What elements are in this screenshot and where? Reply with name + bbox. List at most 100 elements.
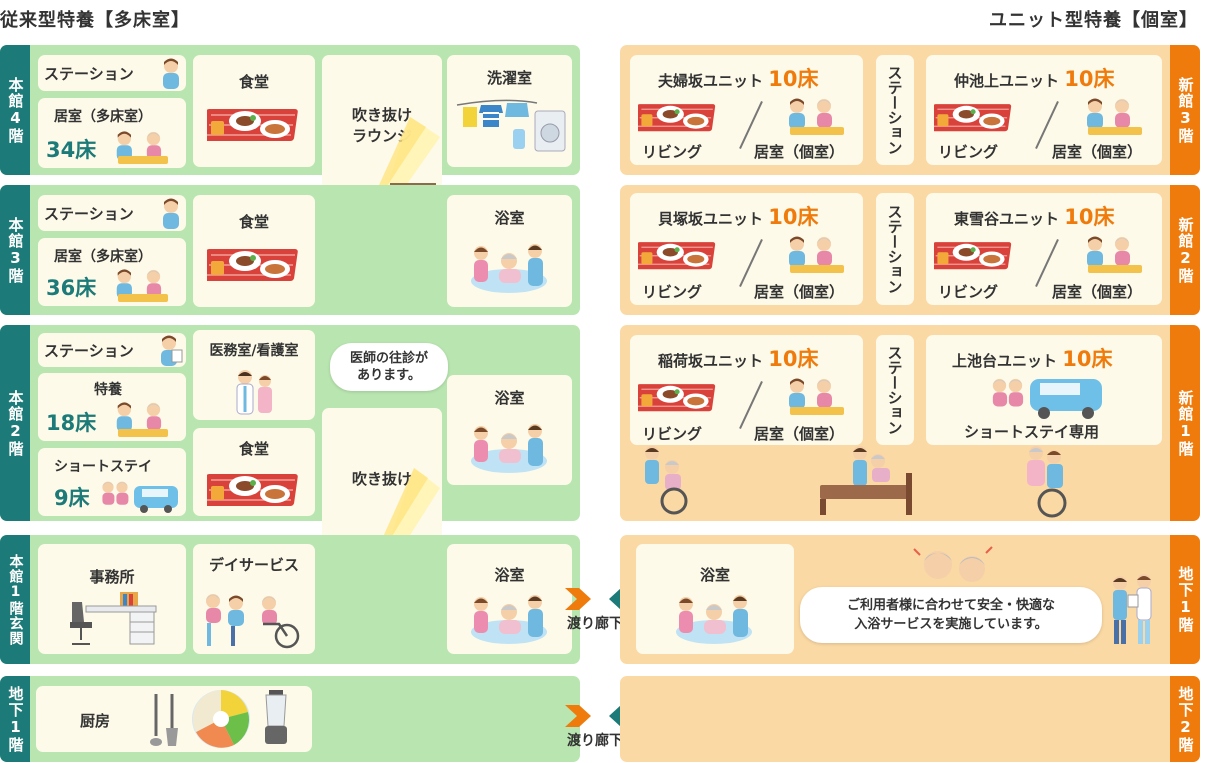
atrium-overlay [322, 55, 442, 300]
floor-label-honkan-4: 本館4階 [0, 45, 30, 175]
floor-label-shinkan-1: 新館1階 [1170, 325, 1200, 521]
station-label: ステーション [44, 65, 134, 83]
elderly-meal-icon [1087, 236, 1142, 273]
floor-label-shinkan-3: 新館3階 [1170, 45, 1200, 175]
chevron-arrow-icon [565, 588, 591, 610]
living-label: リビング [642, 143, 703, 161]
dining-tray-icon [934, 103, 1013, 132]
elderly-couple-car-icon [992, 378, 1102, 419]
floor-label-honkan-3: 本館3階 [0, 185, 30, 315]
living-label: リビング [642, 283, 703, 301]
unit-box: 夫婦坂ユニット 10床 リビング 居室（個室） [630, 55, 863, 165]
unit-name: 稲荷坂ユニット 10床 [658, 343, 818, 373]
doctor-nurse-icon [236, 370, 272, 415]
divider-slash [739, 381, 763, 429]
tokuyo-label: 特養 [94, 382, 122, 398]
dining-box: 食堂 [193, 195, 315, 307]
bath-care-icon [471, 424, 547, 473]
station-box: ステーション [38, 333, 186, 367]
doctor-visit-bubble: 医師の往診が あります。 [330, 343, 448, 391]
room-label: 居室（個室） [754, 143, 845, 161]
day-service-people-icon [206, 594, 300, 649]
station-box: ステーション [38, 195, 186, 231]
station-box: ステーション [38, 55, 186, 91]
short-stay-box: ショートステイ 9床 [38, 448, 186, 516]
dining-label: 食堂 [238, 440, 269, 458]
unit-name: 東雪谷ユニット 10床 [954, 201, 1114, 231]
living-label: リビング [938, 143, 999, 161]
right-floor-1: 新館1階 稲荷坂ユニット 10床 リビング 居室（個室） ステーション 上池台ユ… [620, 325, 1200, 521]
floor-label-shinkan-2: 新館2階 [1170, 185, 1200, 315]
room-beds: 36床 [46, 276, 97, 300]
unit-name-text: 仲池上ユニット [954, 72, 1060, 90]
blender-icon [265, 690, 287, 744]
medical-box: 医務室/看護室 [193, 330, 315, 420]
dining-box: 食堂 [193, 55, 315, 167]
station-label: ステーション [44, 205, 134, 223]
unit-name: 貝塚坂ユニット 10床 [658, 201, 818, 231]
unit-name-text: 夫婦坂ユニット [658, 72, 764, 90]
room-label: 居室（個室） [1052, 143, 1143, 161]
floor-label-honkan-1: 本館1階玄関 [0, 535, 30, 664]
elderly-meal-icon [116, 269, 168, 302]
unit-box: 稲荷坂ユニット 10床 リビング 居室（個室） [630, 335, 863, 445]
laundry-box: 洗濯室 [447, 55, 572, 167]
unit-name-text: 貝塚坂ユニット [658, 210, 764, 228]
elderly-meal-icon [116, 402, 168, 437]
bath-box: 浴室 [447, 375, 572, 485]
staff-pair-icon [1113, 574, 1152, 644]
floor-label-b2: 地下2階 [1170, 676, 1200, 762]
atrium-overlay [322, 535, 442, 652]
left-floor-2: 本館2階 ステーション 特養 18床 ショートステイ 9床 医務室/看護室 食堂 [0, 325, 580, 521]
unit-beds: 10床 [768, 67, 819, 91]
unit-beds: 10床 [768, 347, 819, 371]
unit-beds: 10床 [1064, 205, 1115, 229]
bath-label: 浴室 [494, 209, 525, 227]
elderly-meal-icon [789, 236, 844, 273]
dining-label: 食堂 [238, 213, 269, 231]
dining-tray-icon [638, 103, 717, 132]
atrium-label: 吹き抜け [351, 470, 412, 488]
bath-label: 浴室 [699, 566, 730, 584]
nurse-icon [163, 198, 179, 229]
bed-icon [820, 446, 912, 515]
unit-box: 上池台ユニット 10床 ショートステイ専用 [926, 335, 1162, 445]
bath-box: 浴室 [447, 544, 572, 654]
left-floor-b1: 地下1階 厨房 [0, 676, 580, 762]
unit-name: 仲池上ユニット 10床 [954, 63, 1114, 93]
unit-beds: 10床 [1064, 67, 1115, 91]
day-service-label: デイサービス [208, 556, 299, 574]
living-label: リビング [938, 283, 999, 301]
tokuyo-box: 特養 18床 [38, 373, 186, 441]
unit-name: 夫婦坂ユニット 10床 [658, 63, 818, 93]
day-service-box: デイサービス [193, 544, 315, 654]
room-label: 居室（個室） [1052, 283, 1143, 301]
elderly-meal-icon [116, 131, 168, 164]
bath-label: 浴室 [494, 389, 525, 407]
divider-slash [1035, 239, 1059, 287]
station-label: ステーション [44, 342, 134, 360]
kitchen-tools-icon [150, 694, 178, 746]
bath-care-icon [676, 595, 752, 644]
room-label: 居室（多床室） [54, 109, 152, 125]
room-beds: 34床 [46, 138, 97, 162]
station-box: ステーション [876, 55, 914, 165]
right-floor-b1: 地下1階 浴室 ご利用者様に合わせて安全・快適な 入浴サービスを実施しています。 [620, 535, 1200, 664]
room-label: 居室（個室） [754, 283, 845, 301]
dining-label: 食堂 [238, 73, 269, 91]
right-floor-b2: 地下2階 [620, 676, 1200, 762]
divider-slash [739, 239, 763, 287]
left-floor-4: 本館4階 ステーション 居室（多床室） 34床 食堂 洗濯室 [0, 45, 580, 175]
unit-name-text: 稲荷坂ユニット [658, 352, 764, 370]
right-section-title: ユニット型特養【個室】 [989, 10, 1198, 31]
elderly-faces-icon [913, 546, 993, 582]
left-floor-1: 本館1階玄関 事務所 デイサービス 浴室 [0, 535, 580, 664]
floor-label-b1: 地下1階 [0, 676, 30, 762]
dining-tray-icon [207, 473, 299, 507]
corridor-label-2: 渡り廊下 [567, 733, 623, 749]
dining-tray-icon [207, 108, 299, 142]
office-desk-icon [70, 592, 157, 645]
office-label: 事務所 [89, 568, 135, 586]
unit-box: 貝塚坂ユニット 10床 リビング 居室（個室） [630, 193, 863, 305]
left-section-title: 従来型特養【多床室】 [0, 10, 190, 31]
